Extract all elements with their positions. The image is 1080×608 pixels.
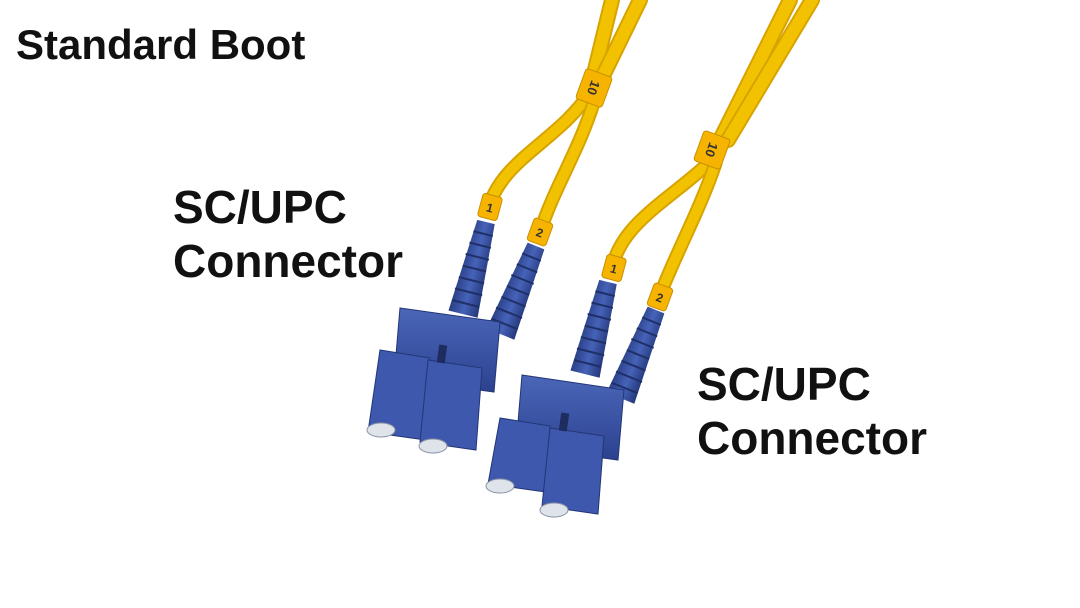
connector-label-right-line2: Connector — [697, 411, 927, 464]
connector-label-left: SC/UPC Connector — [173, 181, 403, 289]
boot-left-1 — [448, 219, 495, 318]
connector-label-left-line1: SC/UPC — [173, 181, 347, 233]
fiber-marker-right-1-text: 1 — [609, 261, 619, 276]
fiber-marker-left-1: 1 — [477, 192, 503, 222]
heading-standard-boot: Standard Boot — [16, 21, 306, 68]
fiber-marker-right-2-text: 2 — [654, 290, 665, 306]
fiber-marker-right-2: 2 — [646, 282, 674, 312]
split-marker-left-text: 10 — [584, 78, 603, 97]
fiber-marker-left-2-text: 2 — [534, 225, 545, 241]
boot-right-2 — [606, 306, 665, 404]
connector-label-left-line2: Connector — [173, 234, 403, 287]
sc-connector-right — [485, 374, 625, 518]
fiber-marker-left-1-text: 1 — [485, 200, 495, 215]
split-marker-right-text: 10 — [702, 140, 721, 159]
connector-label-right-line1: SC/UPC — [697, 358, 871, 410]
cable-assembly-right: 10 1 2 — [485, 0, 820, 518]
boot-right-1 — [570, 279, 617, 378]
cable-assembly-left: 10 1 2 — [366, 0, 648, 454]
fiber-marker-left-2: 2 — [526, 217, 554, 247]
split-marker-right: 10 — [693, 130, 731, 170]
connector-label-right: SC/UPC Connector — [697, 358, 927, 466]
fiber-marker-right-1: 1 — [601, 253, 627, 283]
boot-left-2 — [486, 242, 545, 340]
split-marker-left: 10 — [575, 68, 613, 108]
sc-connector-left — [366, 307, 501, 454]
